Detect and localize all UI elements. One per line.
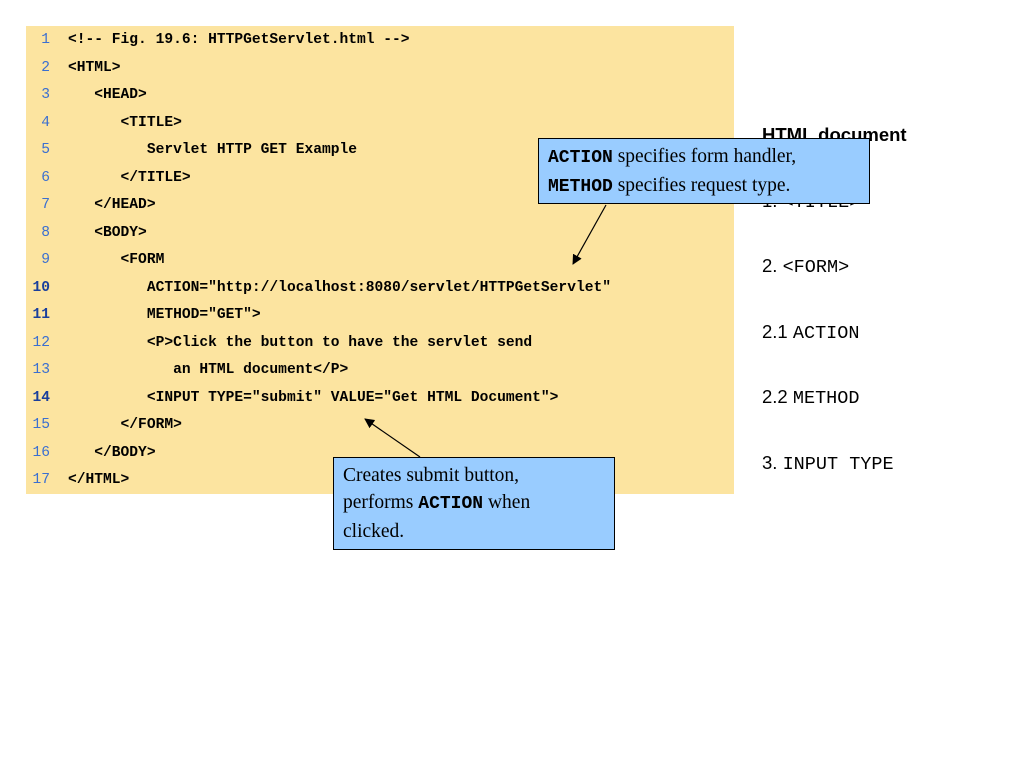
code-text: <INPUT TYPE="submit" VALUE="Get HTML Doc… bbox=[68, 389, 559, 406]
code-line: 17 </HTML> bbox=[26, 467, 734, 494]
code-text: </BODY> bbox=[68, 444, 156, 461]
outline-item-code: <FORM> bbox=[782, 257, 850, 278]
callout-line: performs ACTION when bbox=[343, 489, 605, 518]
code-listing: 1 <!-- Fig. 19.6: HTTPGetServlet.html -->… bbox=[26, 26, 734, 494]
outline-item-code: METHOD bbox=[792, 388, 860, 409]
code-line: 5 Servlet HTTP GET Example bbox=[26, 137, 734, 164]
code-text: Servlet HTTP GET Example bbox=[68, 142, 358, 158]
callout-text: when bbox=[483, 492, 531, 513]
code-line: 10 ACTION="http://localhost:8080/servlet… bbox=[26, 275, 734, 302]
outline-item-method: 2.2 METHOD bbox=[762, 386, 859, 409]
code-text: </FORM> bbox=[68, 417, 182, 433]
callout-keyword: ACTION bbox=[548, 148, 613, 168]
line-number: 10 bbox=[32, 279, 50, 296]
code-line: 1 <!-- Fig. 19.6: HTTPGetServlet.html --> bbox=[26, 27, 734, 54]
code-text: <FORM bbox=[68, 252, 165, 268]
code-text: <P>Click the button to have the servlet … bbox=[68, 334, 533, 351]
code-line: 7 </HEAD> bbox=[26, 192, 734, 219]
line-number: 11 bbox=[32, 307, 50, 323]
code-line: 16 </BODY> bbox=[26, 440, 734, 467]
code-text: <HEAD> bbox=[68, 87, 147, 103]
outline-item-prefix: 2. bbox=[762, 255, 783, 276]
code-line: 14 <INPUT TYPE="submit" VALUE="Get HTML … bbox=[26, 385, 734, 412]
code-line: 13 an HTML document</P> bbox=[26, 357, 734, 384]
line-number: 3 bbox=[41, 87, 50, 103]
code-line: 6 </TITLE> bbox=[26, 165, 734, 192]
line-number: 12 bbox=[32, 334, 50, 351]
outline-item-form: 2. <FORM> bbox=[762, 255, 849, 278]
code-text: METHOD="GET"> bbox=[68, 307, 261, 323]
callout-line: Creates submit button, bbox=[343, 465, 520, 486]
code-line: 12 <P>Click the button to have the servl… bbox=[26, 330, 734, 357]
code-line: 15 </FORM> bbox=[26, 412, 734, 439]
line-number: 6 bbox=[41, 169, 50, 186]
code-text: <HTML> bbox=[68, 59, 121, 76]
line-number: 2 bbox=[41, 59, 50, 76]
callout-line: clicked. bbox=[343, 521, 405, 542]
callout-line: ACTION specifies form handler, bbox=[548, 143, 860, 172]
code-line: 11 METHOD="GET"> bbox=[26, 302, 734, 329]
outline-item-prefix: 3. bbox=[762, 452, 783, 473]
callout-keyword: ACTION bbox=[418, 494, 484, 514]
code-line: 3 <HEAD> bbox=[26, 82, 734, 109]
code-line: 2 <HTML> bbox=[26, 55, 734, 82]
callout-action-method: ACTION specifies form handler, METHOD sp… bbox=[538, 138, 870, 204]
line-number: 13 bbox=[32, 362, 50, 378]
callout-submit-button: Creates submit button, performs ACTION w… bbox=[333, 457, 615, 550]
code-text: <!-- Fig. 19.6: HTTPGetServlet.html --> bbox=[68, 32, 410, 48]
code-text: <BODY> bbox=[68, 224, 147, 241]
line-number: 15 bbox=[32, 417, 50, 433]
code-text: </HEAD> bbox=[68, 197, 156, 213]
code-text: </TITLE> bbox=[68, 169, 191, 186]
callout-line: METHOD specifies request type. bbox=[548, 172, 860, 201]
line-number: 14 bbox=[32, 389, 50, 406]
outline-item-code: INPUT TYPE bbox=[782, 454, 894, 475]
line-number: 5 bbox=[41, 142, 50, 158]
callout-text: specifies form handler, bbox=[612, 146, 797, 167]
code-line: 4 <TITLE> bbox=[26, 110, 734, 137]
code-line: 9 <FORM bbox=[26, 247, 734, 274]
line-number: 4 bbox=[41, 114, 50, 131]
line-number: 8 bbox=[41, 224, 50, 241]
line-number: 1 bbox=[41, 32, 50, 48]
outline-item-input-type: 3. INPUT TYPE bbox=[762, 452, 894, 475]
outline-item-code: ACTION bbox=[792, 323, 860, 344]
line-number: 9 bbox=[41, 252, 50, 268]
arrow-to-input bbox=[364, 418, 421, 458]
callout-text: performs bbox=[343, 492, 419, 513]
line-number: 7 bbox=[41, 197, 50, 213]
arrow-to-action bbox=[572, 204, 607, 265]
code-text: </HTML> bbox=[68, 472, 130, 488]
code-text: ACTION="http://localhost:8080/servlet/HT… bbox=[68, 279, 611, 296]
code-text: <TITLE> bbox=[68, 114, 182, 131]
outline-item-prefix: 2.2 bbox=[762, 386, 793, 407]
outline-item-prefix: 2.1 bbox=[762, 321, 793, 342]
line-number: 17 bbox=[32, 472, 50, 488]
code-text: an HTML document</P> bbox=[68, 362, 349, 378]
callout-keyword: METHOD bbox=[548, 177, 613, 197]
callout-text: specifies request type. bbox=[612, 175, 791, 196]
code-line: 8 <BODY> bbox=[26, 220, 734, 247]
outline-item-action: 2.1 ACTION bbox=[762, 321, 859, 344]
line-number: 16 bbox=[32, 444, 50, 461]
